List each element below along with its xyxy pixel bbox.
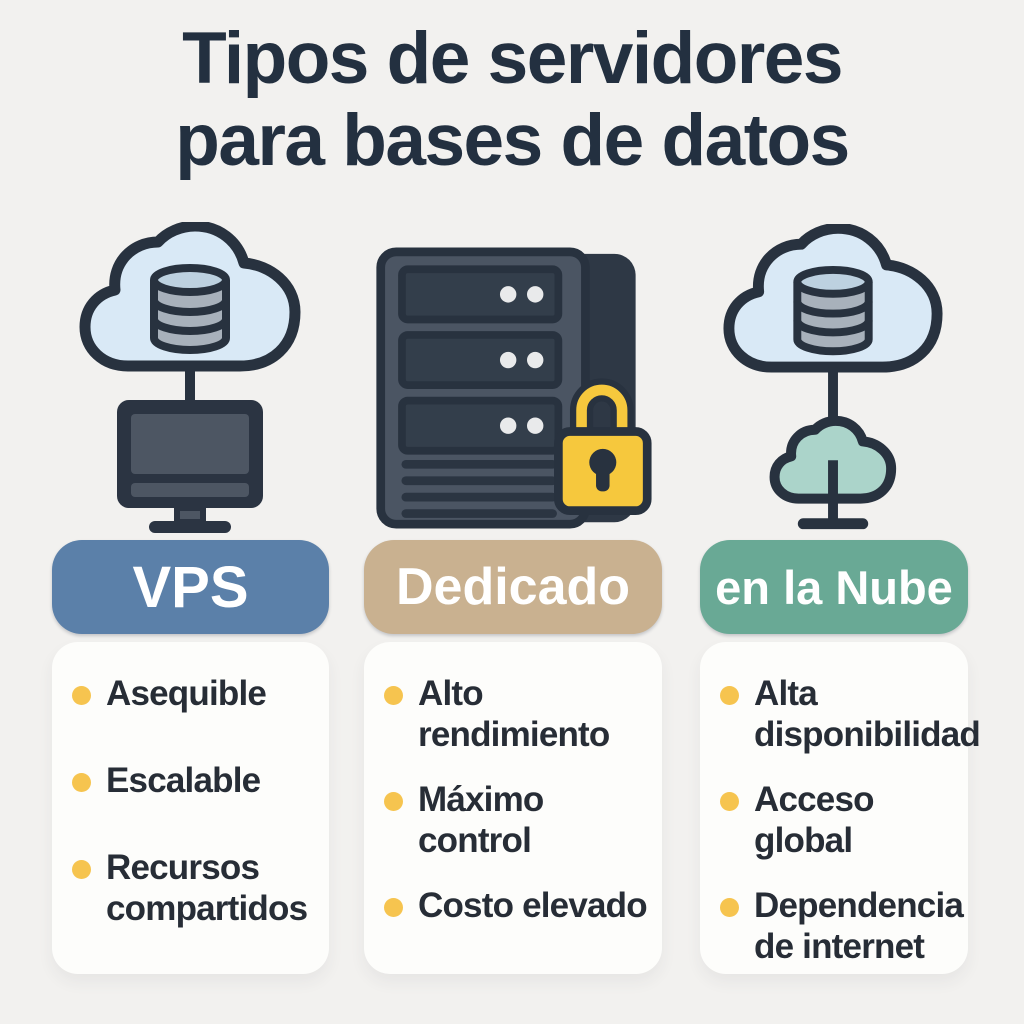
bullet-icon	[384, 897, 403, 917]
item-text: Alta disponibilidad	[754, 674, 981, 754]
nube-header-pill: en la Nube	[700, 540, 968, 634]
list-item: Dependencia de internet	[720, 886, 964, 968]
list-item: Acceso global	[720, 780, 958, 862]
vps-icon-area	[52, 222, 329, 534]
cloud-database-cloud-icon	[723, 224, 943, 530]
item-text: Dependencia de internet	[754, 885, 964, 966]
vps-header-pill: VPS	[52, 540, 329, 634]
nube-header-label: en la Nube	[715, 560, 953, 614]
dedicado-header-label: Dedicado	[395, 558, 631, 616]
list-item: Recursos compartidos	[72, 848, 319, 930]
nube-card: Alta disponibilidad Acceso global Depend…	[700, 642, 981, 974]
item-text: Alto rendimiento	[418, 674, 610, 754]
vps-header-label: VPS	[132, 554, 249, 620]
bullet-icon	[72, 686, 91, 705]
bullet-icon	[384, 791, 403, 811]
item-text: Recursos compartidos	[106, 847, 308, 928]
server-rack-lock-icon	[376, 247, 652, 529]
bullet-icon	[72, 859, 91, 879]
list-item: Alta disponibilidad	[720, 674, 981, 756]
column-vps: VPS Asequible Escalable Recursos compart…	[52, 222, 329, 974]
page-title-line2: para bases de datos	[175, 99, 850, 181]
page-title: Tipos de servidores para bases de datos	[0, 18, 1024, 182]
dedicado-icon-area	[364, 226, 662, 534]
list-item: Asequible	[72, 674, 319, 715]
bullet-icon	[720, 791, 739, 811]
page-title-line1: Tipos de servidores	[182, 18, 843, 99]
item-text: Máximo control	[418, 779, 544, 860]
list-item: Escalable	[72, 761, 319, 802]
list-item: Máximo control	[384, 780, 652, 862]
column-dedicado: Dedicado Alto rendimiento Máximo control…	[364, 226, 662, 974]
item-text: Acceso global	[754, 779, 875, 860]
bullet-icon	[720, 686, 739, 705]
cloud-database-monitor-icon	[79, 222, 300, 533]
list-item: Costo elevado	[384, 886, 652, 927]
bullet-icon	[720, 897, 739, 917]
nube-icon-area	[700, 224, 968, 534]
column-nube: en la Nube Alta disponibilidad Acceso gl…	[700, 224, 981, 974]
item-text: Costo elevado	[418, 885, 648, 925]
dedicado-card: Alto rendimiento Máximo control Costo el…	[364, 642, 662, 974]
dedicado-header-pill: Dedicado	[364, 540, 662, 634]
list-item: Alto rendimiento	[384, 674, 652, 756]
bullet-icon	[384, 686, 403, 705]
vps-card: Asequible Escalable Recursos compartidos	[52, 642, 329, 974]
item-text: Escalable	[106, 760, 261, 800]
item-text: Asequible	[106, 674, 267, 713]
bullet-icon	[72, 772, 91, 792]
